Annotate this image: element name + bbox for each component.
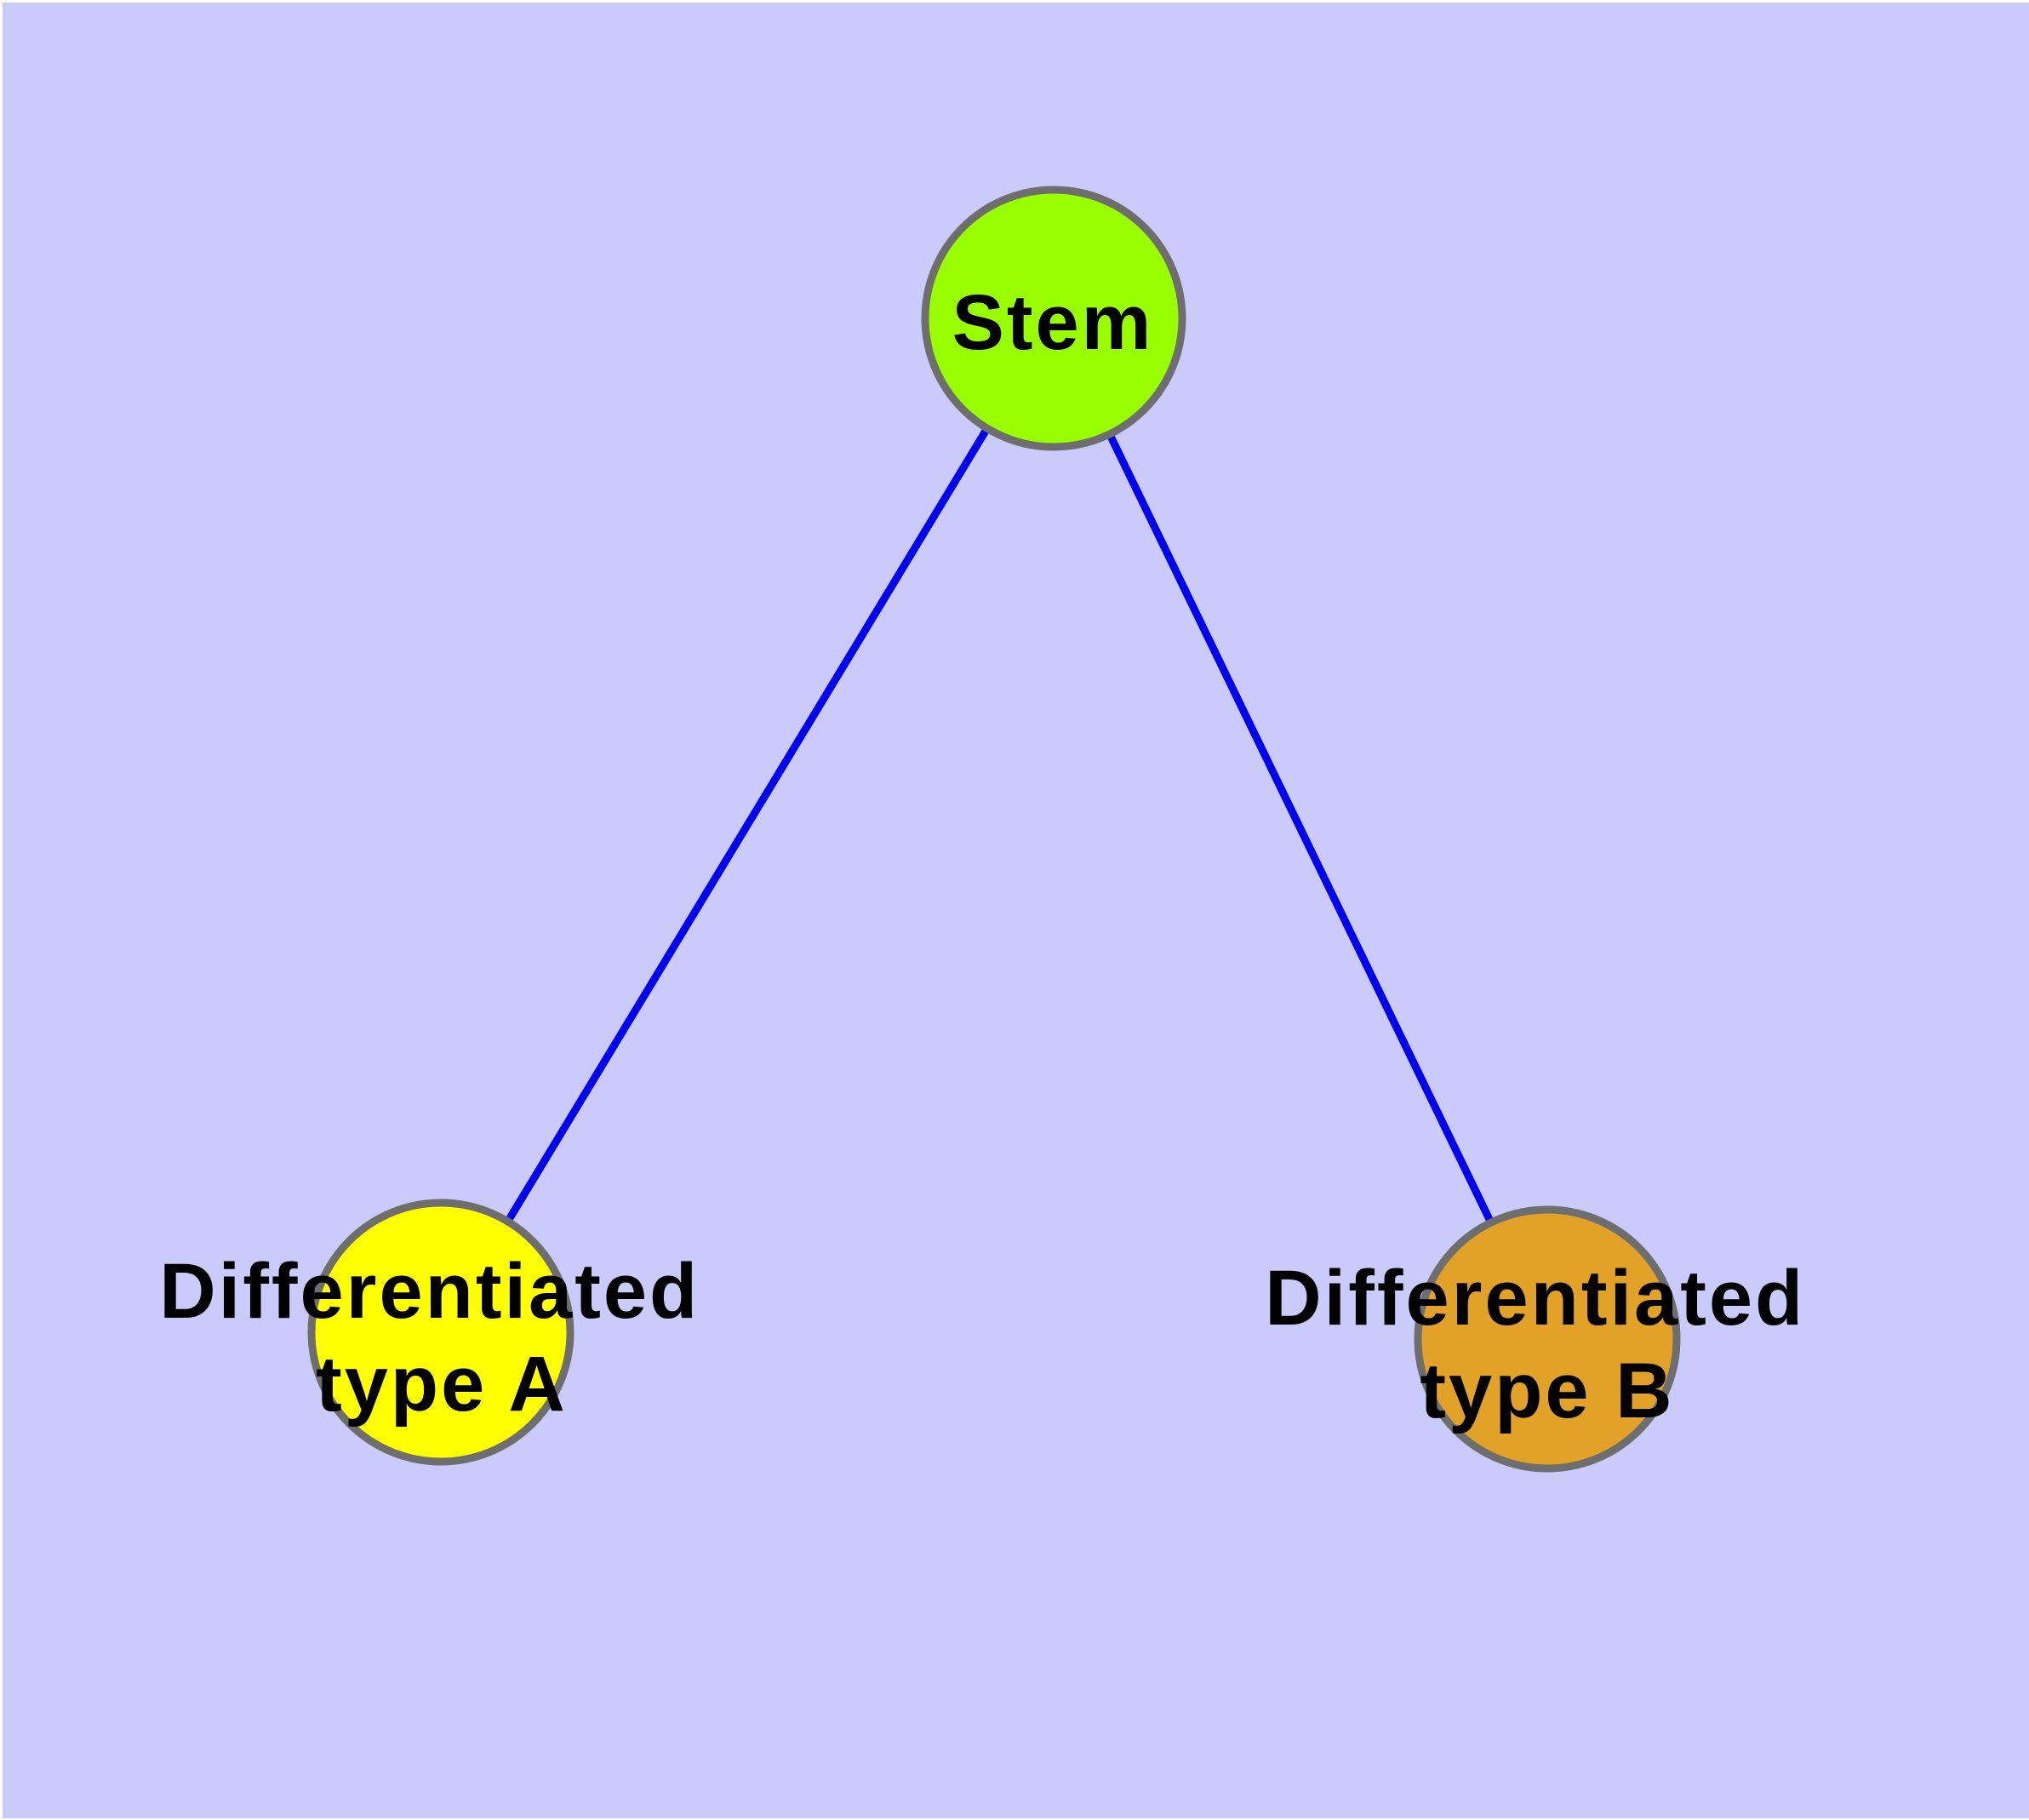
edge-stem-to-typeB bbox=[1049, 317, 1552, 1341]
node-differentiated-type-a bbox=[307, 1199, 574, 1466]
label-group: Stem Differentiated type A Differentiate… bbox=[159, 279, 1830, 1434]
node-typeB-label-line2: type B bbox=[1420, 1348, 1674, 1434]
edge-group bbox=[437, 316, 1552, 1341]
node-typeA-label: Differentiated type A bbox=[159, 1248, 724, 1428]
node-group bbox=[307, 186, 1681, 1473]
node-differentiated-type-b bbox=[1414, 1205, 1681, 1473]
node-typeB-label-line1: Differentiated bbox=[1265, 1255, 1805, 1342]
node-stem-label: Stem bbox=[952, 279, 1154, 366]
node-typeA-label-line1: Differentiated bbox=[159, 1248, 700, 1335]
node-typeB-label: Differentiated type B bbox=[1265, 1255, 1830, 1434]
node-typeA-label-line2: type A bbox=[316, 1341, 568, 1428]
edge-stem-to-typeA bbox=[437, 316, 1057, 1335]
node-stem bbox=[921, 186, 1186, 451]
